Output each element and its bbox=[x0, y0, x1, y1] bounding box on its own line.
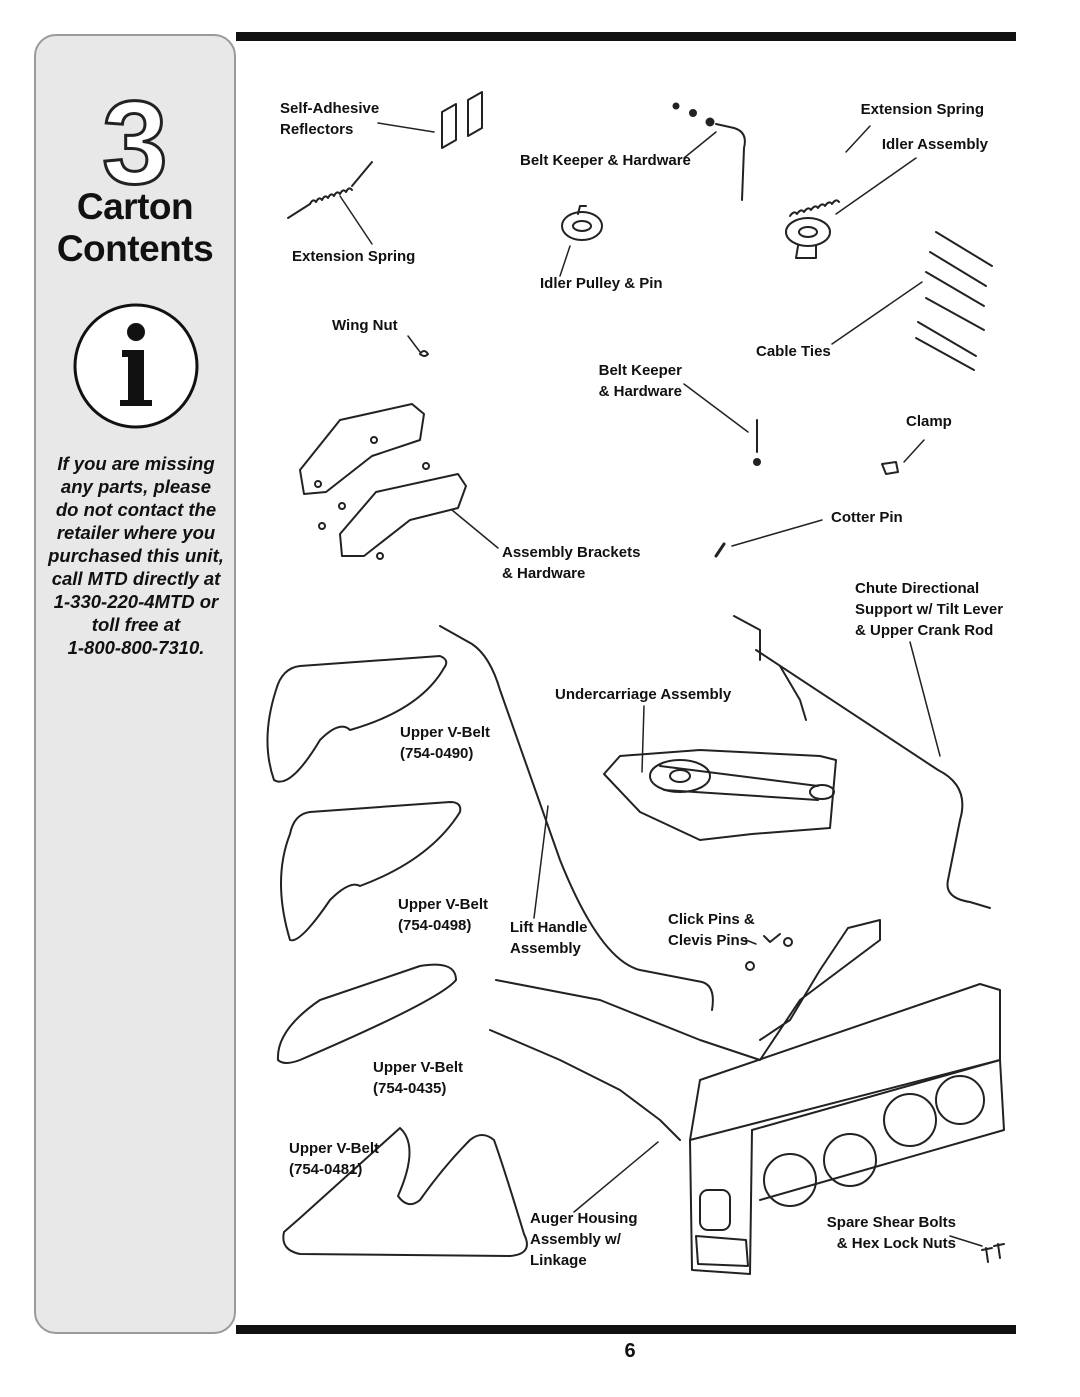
upper-v-belt-0435-drawing bbox=[276, 963, 457, 1064]
wing-nut-drawing bbox=[419, 350, 429, 357]
label-lift-handle: Lift Handle Assembly bbox=[510, 917, 588, 959]
label-line: Reflectors bbox=[280, 121, 354, 138]
label-line: Assembly bbox=[510, 940, 581, 957]
label-line: & Hardware bbox=[598, 383, 682, 400]
label-v-belt-0481: Upper V-Belt (754-0481) bbox=[289, 1138, 379, 1180]
undercarriage-drawing bbox=[603, 749, 837, 841]
label-line: Clevis Pins bbox=[668, 932, 749, 949]
notice-line: do not contact the bbox=[55, 499, 217, 520]
label-line: (754-0481) bbox=[289, 1161, 363, 1178]
label-idler-pulley: Idler Pulley & Pin bbox=[540, 275, 663, 292]
cable-ties-drawing bbox=[915, 231, 993, 371]
label-line: Assembly w/ bbox=[530, 1231, 621, 1248]
belt-keeper-mid-drawing bbox=[753, 419, 761, 466]
label-line: Auger Housing bbox=[530, 1210, 638, 1227]
idler-assembly-drawing bbox=[785, 199, 840, 259]
chute-crank-rod-drawing bbox=[733, 615, 991, 909]
label-belt-keeper-mid: Belt Keeper & Hardware bbox=[580, 360, 682, 402]
notice-line: 1-330-220-4MTD or bbox=[53, 591, 219, 612]
label-extension-spring-left: Extension Spring bbox=[292, 248, 416, 265]
title-line: Contents bbox=[56, 228, 214, 269]
upper-v-belt-0490-drawing bbox=[266, 655, 448, 783]
label-line: Self-Adhesive bbox=[280, 100, 380, 117]
label-line: Upper V-Belt bbox=[400, 724, 491, 741]
label-undercarriage: Undercarriage Assembly bbox=[555, 686, 732, 703]
label-click-pins: Click Pins & Clevis Pins bbox=[668, 909, 755, 951]
title-line: Carton bbox=[76, 186, 194, 227]
label-line: Spare Shear Bolts bbox=[826, 1214, 956, 1231]
label-line: Upper V-Belt bbox=[398, 896, 489, 913]
label-cable-ties: Cable Ties bbox=[756, 343, 831, 360]
label-line: (754-0498) bbox=[398, 917, 472, 934]
reflectors-drawing bbox=[441, 91, 483, 149]
label-line: Support w/ Tilt Lever bbox=[855, 601, 1004, 618]
bottom-rule bbox=[236, 1325, 1016, 1334]
label-line: Lift Handle bbox=[510, 919, 588, 936]
top-rule bbox=[236, 32, 1016, 41]
label-clamp: Clamp bbox=[906, 413, 952, 430]
label-line: Upper V-Belt bbox=[373, 1059, 464, 1076]
label-line: Chute Directional bbox=[855, 580, 980, 597]
label-line: Linkage bbox=[530, 1252, 587, 1269]
label-extension-spring-right: Extension Spring bbox=[860, 101, 984, 118]
label-belt-keeper-top: Belt Keeper & Hardware bbox=[520, 152, 691, 169]
idler-pulley-drawing bbox=[561, 205, 603, 241]
notice-line: purchased this unit, bbox=[48, 545, 224, 566]
leader-lines bbox=[339, 122, 983, 1247]
label-idler-assembly: Idler Assembly bbox=[881, 136, 988, 153]
assembly-brackets-drawing bbox=[299, 403, 467, 560]
label-reflectors: Self-Adhesive Reflectors bbox=[280, 98, 379, 140]
label-cotter-pin: Cotter Pin bbox=[831, 509, 903, 526]
label-wing-nut: Wing Nut bbox=[332, 317, 398, 334]
label-chute-directional: Chute Directional Support w/ Tilt Lever … bbox=[855, 578, 1003, 641]
label-auger-housing: Auger Housing Assembly w/ Linkage bbox=[530, 1208, 638, 1271]
label-line: Upper V-Belt bbox=[289, 1140, 380, 1157]
page-number: 6 bbox=[624, 1340, 636, 1362]
label-v-belt-0498: Upper V-Belt (754-0498) bbox=[398, 894, 488, 936]
missing-parts-notice: If you are missing any parts, please do … bbox=[44, 452, 228, 659]
lift-handle-drawing bbox=[439, 625, 714, 1011]
label-spare-shear-bolts: Spare Shear Bolts & Hex Lock Nuts bbox=[820, 1212, 956, 1254]
label-line: Click Pins & bbox=[668, 911, 755, 928]
notice-line: call MTD directly at bbox=[51, 568, 221, 589]
label-v-belt-0435: Upper V-Belt (754-0435) bbox=[373, 1057, 463, 1099]
label-line: (754-0435) bbox=[373, 1080, 447, 1097]
label-line: (754-0490) bbox=[400, 745, 474, 762]
auger-housing-drawing bbox=[489, 919, 1005, 1275]
page-title: Carton Contents bbox=[36, 186, 234, 270]
section-number: 3 bbox=[101, 77, 170, 209]
notice-line: If you are missing bbox=[57, 453, 215, 474]
info-icon bbox=[73, 303, 199, 429]
label-line: & Hex Lock Nuts bbox=[836, 1235, 956, 1252]
notice-line: toll free at bbox=[91, 614, 181, 635]
label-line: & Upper Crank Rod bbox=[855, 622, 994, 639]
notice-line: any parts, please bbox=[60, 476, 212, 497]
label-v-belt-0490: Upper V-Belt (754-0490) bbox=[400, 722, 490, 764]
label-line: Assembly Brackets bbox=[502, 544, 641, 561]
spare-shear-bolts-drawing bbox=[981, 1243, 1005, 1263]
label-assembly-brackets: Assembly Brackets & Hardware bbox=[502, 542, 640, 584]
notice-line: retailer where you bbox=[56, 522, 216, 543]
sidebar-panel: 3 Carton Contents If you are missing any… bbox=[34, 34, 236, 1334]
upper-v-belt-0498-drawing bbox=[280, 801, 462, 942]
label-line: & Hardware bbox=[502, 565, 586, 582]
extension-spring-left-drawing bbox=[287, 161, 373, 219]
cotter-pin-drawing bbox=[714, 542, 726, 558]
clamp-drawing bbox=[881, 461, 899, 475]
upper-v-belt-0481-drawing bbox=[282, 1127, 528, 1257]
belt-keeper-top-drawing bbox=[672, 102, 746, 201]
click-clevis-pins-drawing bbox=[745, 933, 793, 971]
label-line: Belt Keeper bbox=[598, 362, 682, 379]
notice-line: 1-800-800-7310. bbox=[67, 637, 205, 658]
